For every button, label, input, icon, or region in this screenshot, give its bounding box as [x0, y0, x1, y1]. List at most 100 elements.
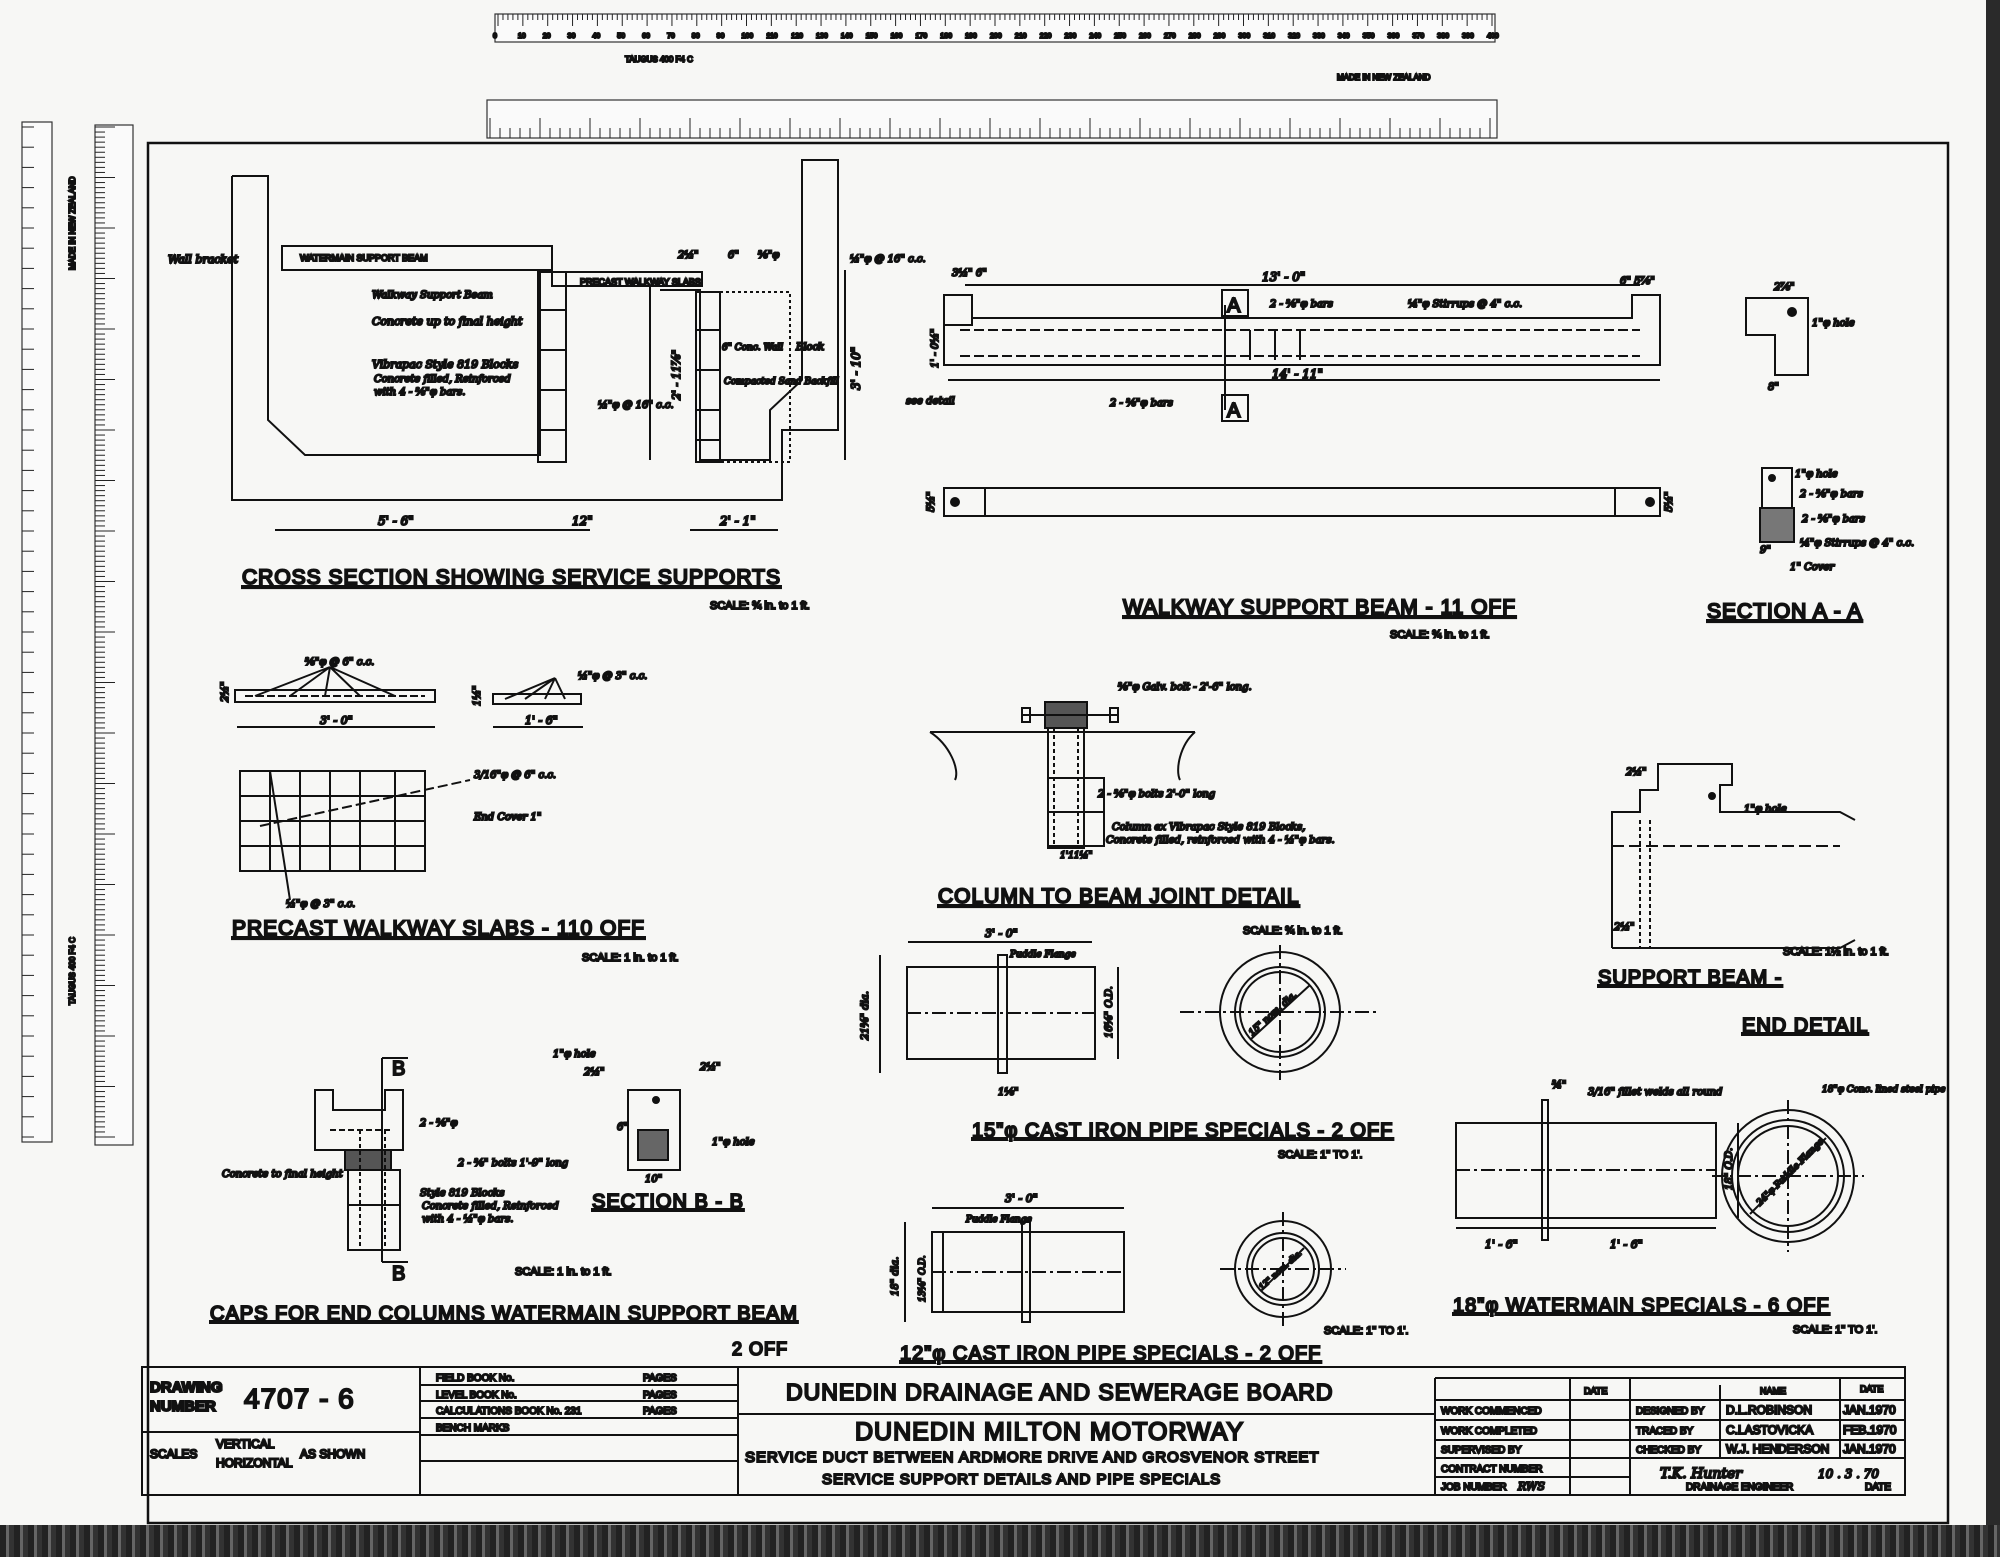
pipe12-title: 12"φ CAST IRON PIPE SPECIALS - 2 OFF	[900, 1343, 1321, 1365]
dim-pipe18-r: 1' - 6"	[1610, 1238, 1643, 1251]
label-see-detail: see detail	[906, 396, 955, 407]
dim-pipe12-od: 13⅛" O.D.	[918, 1255, 928, 1302]
ruler-number: 60	[642, 33, 650, 40]
scale-horizontal: HORIZONTAL	[216, 1456, 293, 1470]
ruler-number: 280	[1189, 33, 1201, 40]
ruler-number: 180	[940, 33, 952, 40]
label-pipe18-conc: 18"φ Conc. lined steel pipe	[1822, 1085, 1945, 1095]
designed-by: DESIGNED BY	[1636, 1406, 1705, 1417]
walkway-beam-drawing	[943, 284, 1661, 517]
label-bar-spacing: ½"φ @ 16" c.c.	[850, 254, 926, 265]
calc-book: CALCULATIONS BOOK No. 231	[436, 1406, 582, 1417]
label-vibrapac-3: with 4 - ⅜"φ bars.	[374, 387, 465, 398]
dim-bb-2: 2½"	[699, 1062, 721, 1073]
bench-marks: BENCH MARKS	[436, 1423, 510, 1434]
engineer-signature: T.K. Hunter	[1660, 1466, 1743, 1482]
left-ruler	[21, 121, 134, 1146]
label-caps-concrete: Concrete to final height	[222, 1169, 344, 1180]
ruler-number: 0	[493, 33, 497, 40]
label-pipe15-puddle: Puddle Flange	[1009, 950, 1076, 960]
ruler-number: 140	[841, 33, 853, 40]
pipe15-scale-2: SCALE: ¾ in. to 1 ft.	[1243, 925, 1343, 937]
name-header: NAME	[1760, 1386, 1786, 1396]
ruler-number: 300	[1239, 33, 1251, 40]
precast-slabs-scale: SCALE: 1 in. to 1 ft.	[582, 952, 679, 964]
label-pipe18-fillet: 3/16" fillet welds all round	[1588, 1087, 1722, 1098]
label-bar-spacing-2: ½"φ @ 16" c.c.	[598, 400, 674, 411]
caps-drawing	[314, 1057, 681, 1263]
board-name: DUNEDIN DRAINAGE AND SEWERAGE BOARD	[786, 1379, 1333, 1405]
label-compacted: Compacted Sand Backfill	[724, 377, 839, 387]
dim-bb: 2½"	[583, 1067, 605, 1078]
section-aa-drawing	[1745, 297, 1809, 543]
label-pipe12-inner: 12" nom. dia.	[1257, 1249, 1303, 1292]
traced-by: TRACED BY	[1636, 1426, 1694, 1437]
ruler-number: 250	[1114, 33, 1126, 40]
label-bolts: 2 - ⅜"φ bolts 2'-0" long	[1097, 789, 1215, 800]
dim-6-5: 6" 5⅞"	[1620, 276, 1655, 287]
label-grid-bars: 3/16"φ @ 6" c.c.	[474, 770, 556, 781]
ruler-number: 120	[791, 33, 803, 40]
dim-12: 12"	[572, 514, 593, 528]
label-bb-hole-2: 1"φ hole	[712, 1137, 755, 1148]
ruler-number: 160	[891, 33, 903, 40]
ruler-number: 200	[990, 33, 1002, 40]
ruler-number: 50	[617, 33, 625, 40]
label-end-cover: End Cover 1"	[473, 812, 541, 823]
dim-3-10: 3' - 10"	[849, 347, 863, 390]
label-aa-hole-2: 1"φ hole	[1795, 469, 1838, 480]
ruler-number: 310	[1263, 33, 1275, 40]
dim-aa-8: 8"	[1768, 382, 1779, 393]
label-caps-bolts: 2 - ⅜" bolts 1'-9" long	[457, 1158, 568, 1169]
ruler-number: 330	[1313, 33, 1325, 40]
dim-1-0: 1' - 0½"	[930, 328, 941, 368]
ruler-number: 290	[1214, 33, 1226, 40]
cross-section-title: CROSS SECTION SHOWING SERVICE SUPPORTS	[242, 566, 781, 589]
dim-bb-4: 10"	[645, 1174, 662, 1185]
dim-pipe18-od: 18" O.D.	[1724, 1148, 1735, 1190]
label-slab-bars-small: ½"φ @ 3" c.c.	[578, 671, 647, 682]
scan-edge-right	[1986, 0, 2000, 1557]
left-ruler-made-in: MADE IN NEW ZEALAND	[68, 176, 77, 270]
label-precast-slabs: PRECAST WALKWAY SLABS	[580, 277, 701, 287]
title-block	[141, 1366, 1906, 1496]
dim-5-6: 5' - 6"	[378, 514, 414, 528]
pipe-18-drawing	[1455, 1099, 1864, 1252]
top-ruler	[486, 13, 1498, 139]
ruler-number: 210	[1015, 33, 1027, 40]
work-completed: WORK COMPLETED	[1441, 1426, 1537, 1437]
checked-by: CHECKED BY	[1636, 1445, 1701, 1456]
label-aa-cover: 1" Cover	[1790, 562, 1835, 573]
section-marker-b: B	[392, 1058, 405, 1080]
label-bb-hole: 1"φ hole	[553, 1049, 596, 1060]
dim-slab-1h: 1½"	[472, 685, 483, 706]
label-caps-style: Style 819 Blocks	[420, 1188, 504, 1199]
dim-pipe12-3: 3' - 0"	[1005, 1192, 1038, 1205]
label-caps-style-3: with 4 - ½"φ bars.	[422, 1214, 513, 1225]
label-aa-hole: 1"φ hole	[1812, 318, 1855, 329]
ruler-number: 40	[592, 33, 600, 40]
label-caps-bars: 2 - ⅜"φ	[419, 1118, 457, 1129]
ruler-number: 360	[1388, 33, 1400, 40]
dim-38: ⅜"φ	[758, 250, 779, 261]
designed-date: JAN.1970	[1843, 1403, 1896, 1417]
precast-slabs-drawing	[234, 666, 583, 901]
ruler-number: 380	[1437, 33, 1449, 40]
ruler-number: 190	[965, 33, 977, 40]
scan-edge-bottom	[0, 1525, 2000, 1557]
label-pipe18-flange: 24"φ Puddle Flange	[1754, 1137, 1826, 1209]
pipe18-scale: SCALE: 1" TO 1'.	[1793, 1324, 1877, 1336]
label-pipe15-inner: 15" nom. dia.	[1247, 990, 1299, 1038]
pages-2: PAGES	[643, 1390, 677, 1401]
ruler-number: 390	[1462, 33, 1474, 40]
tracer-name: C.LASTOVICKA	[1726, 1423, 1813, 1437]
drainage-engineer: DRAINAGE ENGINEER	[1686, 1482, 1793, 1493]
ruler-number: 240	[1089, 33, 1101, 40]
support-end-scale: SCALE: 1½ in. to 1 ft.	[1783, 946, 1889, 958]
pipe15-scale: SCALE: 1" TO 1'.	[1278, 1149, 1362, 1161]
pipe-12-drawing	[904, 1207, 1346, 1326]
cross-section-drawing	[231, 159, 846, 531]
caps-scale: SCALE: 1 in. to 1 ft.	[515, 1266, 612, 1278]
ruler-number: 340	[1338, 33, 1350, 40]
